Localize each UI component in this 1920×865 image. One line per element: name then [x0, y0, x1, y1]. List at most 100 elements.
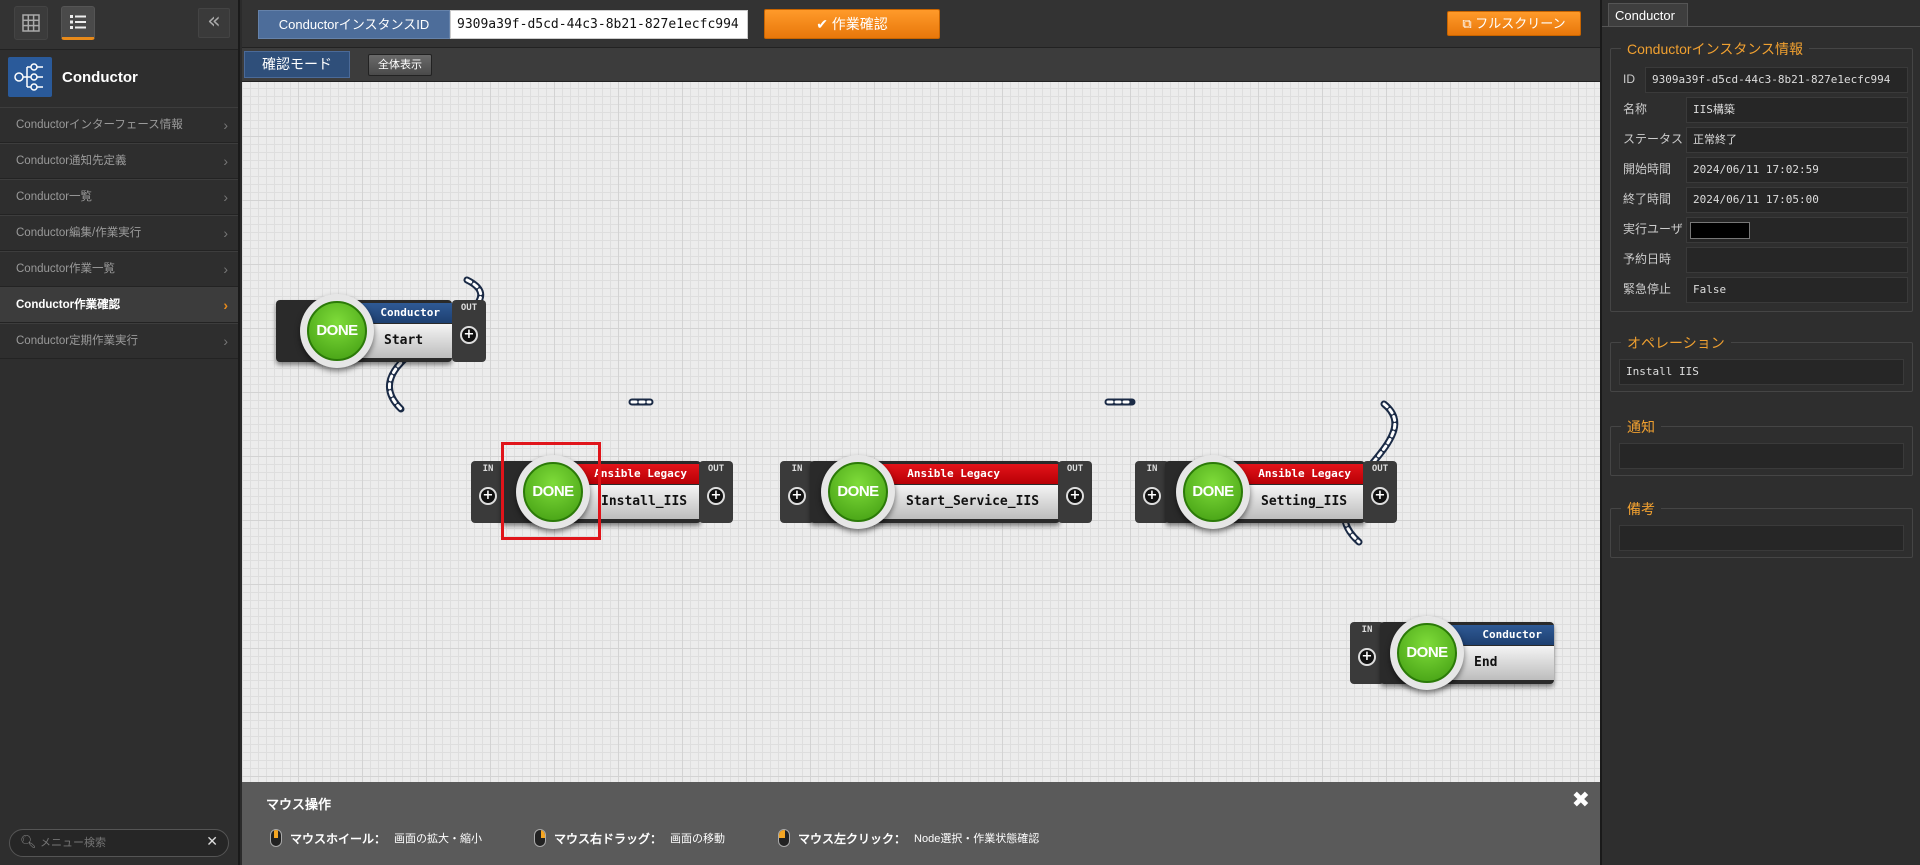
chevron-right-icon: ›: [223, 261, 228, 277]
node-name: Start_Service_IIS: [880, 485, 1058, 519]
info-row-start-time: 開始時間 2024/06/11 17:02:59: [1615, 155, 1908, 183]
sidebar-item-label: Conductor作業一覧: [16, 263, 116, 275]
sidebar-menu: Conductorインターフェース情報› Conductor通知先定義› Con…: [0, 107, 238, 359]
help-desc: Node選択・作業状態確認: [914, 833, 1040, 845]
out-port-label: OUT: [460, 303, 478, 313]
remarks-section: 備考: [1610, 499, 1913, 558]
grid-view-tab[interactable]: [14, 6, 48, 40]
sidebar-item-scheduled-execute[interactable]: Conductor定期作業実行 ›: [0, 323, 238, 359]
notice-value: [1619, 443, 1904, 469]
node-in-port[interactable]: IN +: [471, 461, 505, 523]
info-label: 名称: [1623, 102, 1648, 116]
plus-icon: +: [707, 487, 725, 505]
grid-icon: [22, 14, 40, 32]
node-type-label: Conductor: [1450, 625, 1554, 645]
sidebar-item-label: Conductor一覧: [16, 191, 93, 203]
mouse-right-click-icon: [534, 829, 546, 847]
help-action: マウス右ドラッグ：: [554, 831, 663, 846]
sidebar-item-label: Conductor作業確認: [16, 299, 121, 311]
help-action: マウスホイール：: [290, 831, 387, 846]
help-desc: 画面の拡大・縮小: [394, 833, 483, 845]
conductor-canvas[interactable]: Conductor Start OUT + DONE IN + Ansible …: [242, 82, 1600, 782]
conductor-logo-icon: [8, 57, 52, 97]
sidebar-item-interface-info[interactable]: Conductorインターフェース情報›: [0, 107, 238, 143]
node-out-port[interactable]: OUT +: [452, 300, 486, 362]
section-legend: Conductorインスタンス情報: [1621, 39, 1810, 59]
help-item-wheel: マウスホイール： 画面の拡大・縮小: [270, 828, 482, 848]
chevron-right-icon: ›: [223, 333, 228, 349]
node-start-service-iis[interactable]: IN + Ansible Legacy Start_Service_IIS OU…: [780, 455, 1100, 529]
node-status: DONE: [1176, 455, 1250, 529]
node-start[interactable]: Conductor Start OUT + DONE: [276, 294, 486, 368]
instance-id-input[interactable]: 9309a39f-d5cd-44c3-8b21-827e1ecfc994: [450, 10, 748, 39]
sidebar-brand: Conductor: [0, 54, 238, 100]
plus-icon: +: [788, 487, 806, 505]
info-row-end-time: 終了時間 2024/06/11 17:05:00: [1615, 185, 1908, 213]
menu-search-input[interactable]: [40, 834, 200, 852]
in-port-label: IN: [1146, 464, 1158, 474]
info-label: 実行ユーザ: [1623, 222, 1683, 236]
chevron-right-icon: ›: [223, 225, 228, 241]
node-install-iis[interactable]: IN + Ansible Legacy Install_IIS OUT + DO…: [471, 455, 741, 529]
node-name: Setting_IIS: [1235, 485, 1363, 519]
sidebar-item-label: Conductor編集/作業実行: [16, 227, 142, 239]
node-in-port[interactable]: IN +: [1350, 622, 1384, 684]
brand-title: Conductor: [62, 68, 138, 86]
tab-conductor[interactable]: Conductor: [1608, 3, 1688, 27]
sidebar-item-conductor-list[interactable]: Conductor一覧›: [0, 179, 238, 215]
right-info-panel: Conductor Conductorインスタンス情報 ID 9309a39f-…: [1600, 0, 1920, 865]
help-item-right-drag: マウス右ドラッグ： 画面の移動: [534, 828, 725, 848]
sidebar-item-work-list[interactable]: Conductor作業一覧 ›: [0, 251, 238, 287]
info-label: ID: [1623, 72, 1635, 86]
node-out-port[interactable]: OUT +: [699, 461, 733, 523]
node-name: End: [1450, 646, 1554, 680]
clear-search-button[interactable]: ✕: [206, 834, 218, 850]
menu-search: 🔍︎ ✕: [9, 829, 229, 857]
node-out-port[interactable]: OUT +: [1058, 461, 1092, 523]
redacted-user: [1690, 221, 1750, 239]
help-desc: 画面の移動: [670, 833, 726, 845]
sidebar-item-work-confirm[interactable]: Conductor作業確認›: [0, 287, 238, 323]
node-in-port[interactable]: IN +: [780, 461, 814, 523]
mode-label: 確認モード: [244, 51, 350, 78]
fullscreen-button[interactable]: ⧉ フルスクリーン: [1447, 11, 1581, 36]
fit-all-button[interactable]: 全体表示: [368, 54, 432, 76]
node-status: DONE: [300, 294, 374, 368]
in-port-label: IN: [482, 464, 494, 474]
sidebar-item-notification-definition[interactable]: Conductor通知先定義›: [0, 143, 238, 179]
sidebar-item-edit-execute[interactable]: Conductor編集/作業実行 ›: [0, 215, 238, 251]
work-confirm-button[interactable]: ✔ 作業確認: [764, 9, 940, 39]
info-value: IIS構築: [1686, 97, 1908, 123]
node-name: Install_IIS: [571, 485, 699, 519]
section-legend: オペレーション: [1621, 333, 1731, 353]
status-done-badge: DONE: [828, 462, 888, 522]
mouse-help-panel: マウス操作 ✖ マウスホイール： 画面の拡大・縮小 マウス右ドラッグ： 画面の移…: [242, 782, 1600, 865]
node-setting-iis[interactable]: IN + Ansible Legacy Setting_IIS OUT + DO…: [1135, 455, 1405, 529]
info-value: 正常終了: [1686, 127, 1908, 153]
notice-section: 通知: [1610, 417, 1913, 476]
out-port-label: OUT: [707, 464, 725, 474]
node-status: DONE: [1390, 616, 1464, 690]
in-port-label: IN: [1361, 625, 1373, 635]
out-port-label: OUT: [1066, 464, 1084, 474]
node-end[interactable]: IN + Conductor End DONE: [1350, 616, 1560, 690]
list-view-tab[interactable]: [61, 6, 95, 40]
node-in-port[interactable]: IN +: [1135, 461, 1169, 523]
mouse-left-click-icon: [778, 829, 790, 847]
info-row-status: ステータス 正常終了: [1615, 125, 1908, 153]
search-icon: 🔍︎: [20, 835, 37, 850]
info-value: 2024/06/11 17:02:59: [1686, 157, 1908, 183]
out-port-label: OUT: [1371, 464, 1389, 474]
node-type-label: Ansible Legacy: [1235, 464, 1363, 484]
node-out-port[interactable]: OUT +: [1363, 461, 1397, 523]
instance-id-label: ConductorインスタンスID: [258, 10, 450, 39]
collapse-sidebar-button[interactable]: «: [198, 8, 230, 38]
instance-info-section: Conductorインスタンス情報 ID 9309a39f-d5cd-44c3-…: [1610, 39, 1913, 312]
node-type-label: Ansible Legacy: [571, 464, 699, 484]
help-item-left-click: マウス左クリック： Node選択・作業状態確認: [778, 828, 1039, 848]
info-label: ステータス: [1623, 132, 1684, 146]
chevron-right-icon: ›: [223, 117, 228, 133]
close-help-button[interactable]: ✖: [1571, 788, 1590, 813]
node-status: DONE: [516, 455, 590, 529]
sidebar-item-label: Conductor定期作業実行: [16, 335, 139, 347]
